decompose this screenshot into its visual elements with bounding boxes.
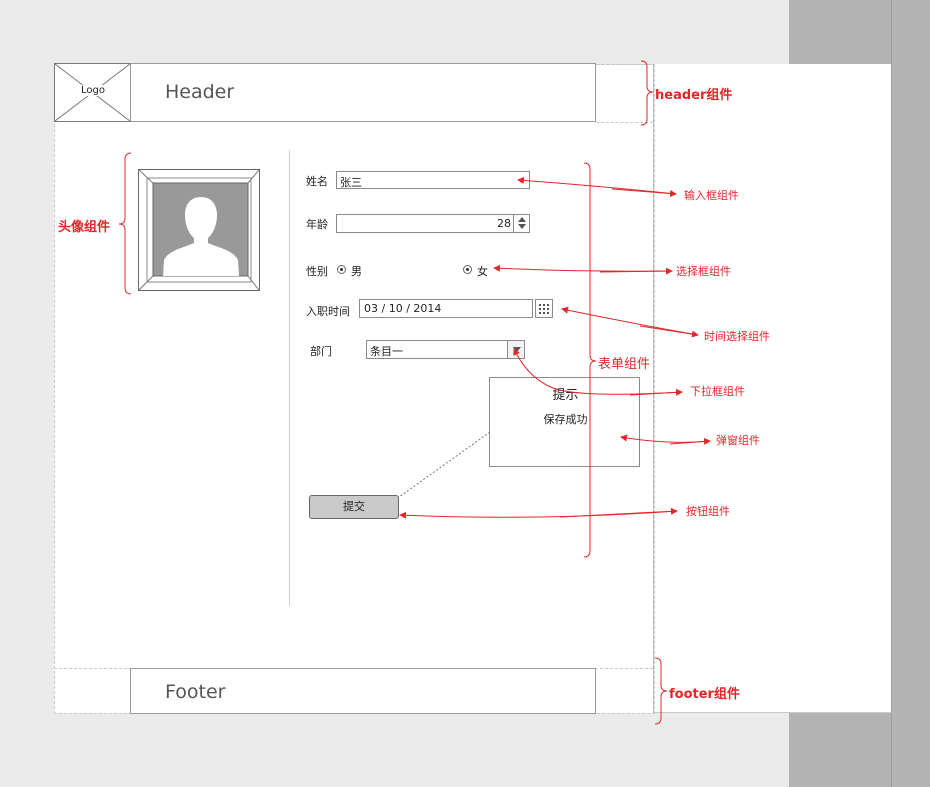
logo-placeholder: Logo bbox=[54, 63, 131, 122]
hire-date-label: 入职时间 bbox=[306, 305, 350, 318]
avatar-annotation: 头像组件 bbox=[58, 220, 111, 235]
department-value: 条目一 bbox=[370, 345, 403, 358]
page-border bbox=[891, 64, 892, 713]
date-picker-button[interactable] bbox=[535, 299, 553, 318]
gender-male-radio[interactable] bbox=[337, 265, 346, 274]
alert-dialog: 提示 保存成功 bbox=[489, 377, 640, 467]
department-label: 部门 bbox=[310, 345, 332, 358]
gender-label: 性别 bbox=[306, 265, 328, 278]
chevron-down-icon[interactable] bbox=[507, 340, 525, 359]
gender-male-label: 男 bbox=[351, 265, 362, 278]
hire-date-value: 03 / 10 / 2014 bbox=[364, 302, 442, 315]
name-input[interactable]: 张三 bbox=[336, 171, 530, 189]
canvas-edge bbox=[653, 64, 654, 713]
gender-female-radio[interactable] bbox=[463, 265, 472, 274]
name-input-value: 张三 bbox=[340, 176, 362, 189]
form-divider bbox=[289, 150, 290, 606]
submit-button[interactable]: 提交 bbox=[309, 495, 399, 519]
form-annotation: 表单组件 bbox=[598, 357, 651, 372]
footer-annotation: footer组件 bbox=[669, 687, 740, 702]
calendar-icon bbox=[539, 304, 549, 314]
dialog-message: 保存成功 bbox=[543, 413, 588, 426]
header-extension bbox=[596, 64, 653, 123]
gender-female-label: 女 bbox=[477, 265, 488, 278]
footer-bar: Footer bbox=[130, 668, 596, 714]
avatar bbox=[138, 169, 260, 291]
number-stepper[interactable] bbox=[513, 214, 529, 232]
age-input[interactable]: 28 bbox=[336, 214, 530, 233]
page-bottom-line bbox=[654, 712, 892, 713]
stepper-arrows-icon bbox=[518, 217, 526, 229]
input-annotation: 输入框组件 bbox=[684, 189, 739, 202]
header-annotation: header组件 bbox=[655, 88, 733, 103]
name-label: 姓名 bbox=[306, 175, 328, 188]
date-picker-annotation: 时间选择组件 bbox=[704, 330, 770, 343]
radio-annotation: 选择框组件 bbox=[676, 265, 731, 278]
person-silhouette-icon bbox=[139, 170, 259, 290]
header-title: Header bbox=[165, 81, 235, 103]
button-annotation: 按钮组件 bbox=[686, 505, 730, 518]
logo-text: Logo bbox=[76, 85, 110, 96]
header-bar: Header bbox=[130, 63, 596, 122]
dialog-annotation: 弹窗组件 bbox=[716, 434, 760, 447]
footer-title: Footer bbox=[165, 681, 226, 703]
age-input-value: 28 bbox=[497, 217, 511, 230]
hire-date-input[interactable]: 03 / 10 / 2014 bbox=[359, 299, 533, 318]
department-select[interactable]: 条目一 bbox=[366, 340, 508, 359]
dropdown-annotation: 下拉框组件 bbox=[690, 385, 745, 398]
dialog-title: 提示 bbox=[552, 388, 579, 403]
age-label: 年龄 bbox=[306, 218, 328, 231]
